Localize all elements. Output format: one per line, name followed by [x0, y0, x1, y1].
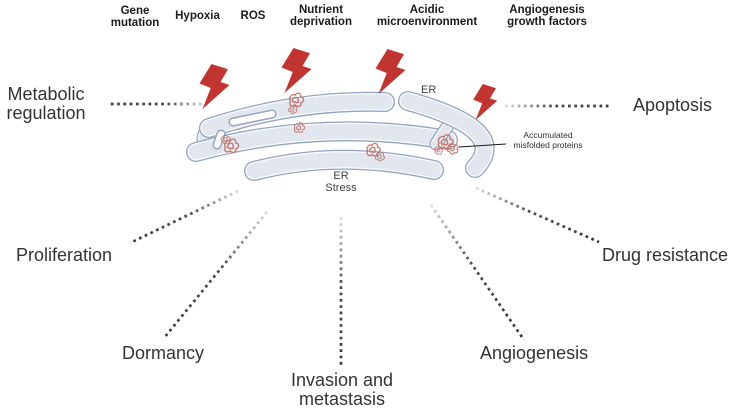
er-tube [244, 149, 444, 181]
er-tube [398, 91, 495, 178]
connector-drug-resistance [475, 186, 600, 244]
er-tube [186, 121, 458, 162]
stressor-label-angiogenesis-growth-factors: Angiogenesis growth factors [507, 4, 587, 28]
lightning-bolt-icon [473, 84, 498, 120]
er-stress-label: ER Stress [325, 170, 357, 194]
misfolded-proteins-annotation: Accumulated misfolded proteins [513, 130, 583, 150]
er-tube [429, 117, 456, 151]
stressor-label-ros: ROS [240, 10, 266, 22]
stressor-label-nutrient-deprivation: Nutrient deprivation [290, 4, 352, 28]
dotted-connectors [110, 102, 612, 366]
er-lumen-slot [228, 109, 277, 127]
stressor-label-hypoxia: Hypoxia [175, 10, 220, 22]
outcome-label-apoptosis: Apoptosis [633, 95, 713, 115]
outcome-label-drug-resistance: Drug resistance [602, 245, 729, 265]
connector-dormancy [162, 211, 269, 339]
lightning-bolt-icon [199, 64, 230, 109]
outcome-label-proliferation: Proliferation [16, 245, 113, 265]
stressor-label-gene-mutation: Gene mutation [110, 5, 160, 29]
er-notch [212, 129, 226, 150]
outcome-label-angiogenesis: Angiogenesis [480, 343, 589, 363]
annotation-leader-line [458, 143, 507, 148]
connector-proliferation [129, 189, 239, 245]
connector-angiogenesis [429, 204, 526, 341]
er-label: ER [421, 84, 437, 96]
lightning-bolt-icon [281, 48, 312, 93]
stressor-label-acidic-microenvironment: Acidic microenvironment [376, 4, 478, 28]
outcome-label-dormancy: Dormancy [122, 343, 205, 363]
lightning-bolt-icon [375, 49, 406, 94]
outcome-label-metabolic-regulation: Metabolic regulation [6, 84, 86, 123]
outcome-label-invasion-metastasis: Invasion and metastasis [290, 370, 394, 409]
